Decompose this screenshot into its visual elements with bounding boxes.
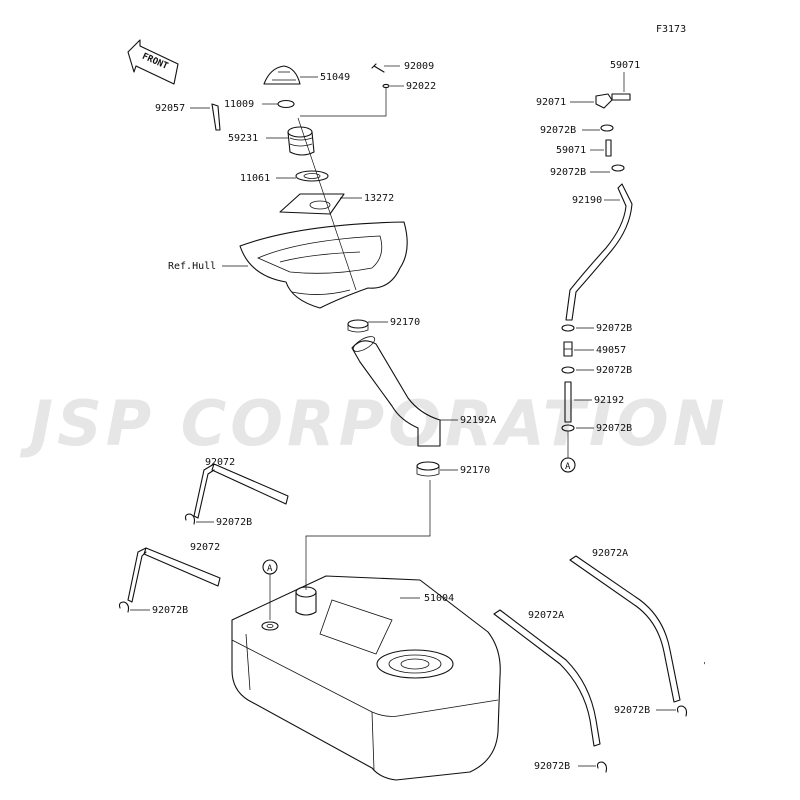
ref-hull-label: Ref.Hull bbox=[168, 261, 216, 272]
callout-92072b-f: 92072B bbox=[550, 167, 586, 178]
hull-reference bbox=[239, 221, 408, 309]
callout-92057: 92057 bbox=[155, 103, 185, 114]
clamp-92170-lower bbox=[416, 461, 440, 477]
front-arrow-icon: FRONT bbox=[127, 39, 179, 85]
callout-51004: 51004 bbox=[424, 593, 454, 604]
callout-92170-upper: 92170 bbox=[390, 317, 420, 328]
check-valve-92071 bbox=[595, 93, 613, 109]
fitting-59071-mid bbox=[605, 139, 612, 157]
tube-92190 bbox=[565, 183, 633, 321]
gasket-11061 bbox=[295, 170, 329, 182]
clip-92057 bbox=[211, 103, 221, 131]
clip-92072b-f bbox=[611, 164, 625, 172]
callout-92072b-d: 92072B bbox=[614, 705, 650, 716]
o-ring-11009 bbox=[277, 99, 295, 109]
fuel-tank-51004 bbox=[231, 575, 501, 781]
callout-92072-lower: 92072 bbox=[190, 542, 220, 553]
strap-92072-lower bbox=[127, 547, 221, 603]
clamp-92170-upper bbox=[347, 319, 369, 333]
callout-92170-lower: 92170 bbox=[460, 465, 490, 476]
tube-92192 bbox=[564, 381, 572, 423]
clip-92072b-g bbox=[561, 324, 575, 332]
ref-circle-a-top: A bbox=[560, 431, 576, 473]
figure-code: F3173 bbox=[656, 24, 686, 35]
strap-92072a-left bbox=[493, 609, 601, 747]
svg-text:A: A bbox=[565, 462, 571, 472]
callout-92022: 92022 bbox=[406, 81, 436, 92]
clip-92072b-e bbox=[600, 124, 614, 132]
callout-11009: 11009 bbox=[224, 99, 254, 110]
clip-92072b-lower bbox=[118, 601, 130, 613]
callout-92072a-left: 92072A bbox=[528, 610, 564, 621]
callout-92009: 92009 bbox=[404, 61, 434, 72]
callout-49057: 49057 bbox=[596, 345, 626, 356]
callout-92072b-c: 92072B bbox=[534, 761, 570, 772]
callout-59071-top: 59071 bbox=[610, 60, 640, 71]
callout-92072b-i: 92072B bbox=[596, 423, 632, 434]
hose-92192a bbox=[351, 336, 441, 447]
callout-59071-mid: 59071 bbox=[556, 145, 586, 156]
clip-92072b-c bbox=[596, 761, 608, 773]
clip-92072b-upper bbox=[184, 513, 196, 525]
front-label: FRONT bbox=[140, 52, 169, 72]
callout-92072a-right: 92072A bbox=[592, 548, 628, 559]
callout-59231: 59231 bbox=[228, 133, 258, 144]
callout-92072-upper: 92072 bbox=[205, 457, 235, 468]
strap-92072-upper bbox=[193, 463, 289, 519]
svg-text:A: A bbox=[267, 564, 273, 574]
callout-92072b-e: 92072B bbox=[540, 125, 576, 136]
watermark: JSP CORPORATION bbox=[19, 387, 729, 460]
plate-13272 bbox=[279, 193, 345, 215]
callout-92072b-h: 92072B bbox=[596, 365, 632, 376]
callout-51049: 51049 bbox=[320, 72, 350, 83]
callout-92072b-g: 92072B bbox=[596, 323, 632, 334]
corner-mark: ' bbox=[702, 661, 707, 670]
callout-13272: 13272 bbox=[364, 193, 394, 204]
clip-92072b-d bbox=[676, 705, 688, 717]
callout-92071: 92071 bbox=[536, 97, 566, 108]
ref-circle-a-tank: A bbox=[262, 559, 278, 620]
joint-49057 bbox=[563, 341, 573, 357]
strap-92072a-right bbox=[569, 555, 681, 703]
filler-neck-59231 bbox=[287, 126, 315, 156]
callout-92072b-lower: 92072B bbox=[152, 605, 188, 616]
washer-92022 bbox=[382, 83, 390, 89]
callout-11061: 11061 bbox=[240, 173, 270, 184]
callout-92072b-upper: 92072B bbox=[216, 517, 252, 528]
filler-cap-51049 bbox=[263, 65, 301, 85]
callout-92192: 92192 bbox=[594, 395, 624, 406]
callout-92192a: 92192A bbox=[460, 415, 496, 426]
callout-92190: 92190 bbox=[572, 195, 602, 206]
screw-92009 bbox=[371, 63, 385, 73]
clip-92072b-h bbox=[561, 366, 575, 374]
fitting-59071-top bbox=[611, 93, 631, 101]
